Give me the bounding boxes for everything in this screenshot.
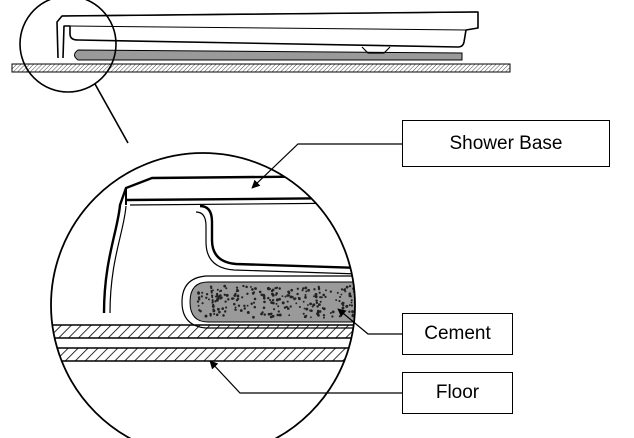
overview-cement xyxy=(74,49,463,61)
leader-shower-base xyxy=(251,143,402,189)
zoom-detail-group xyxy=(51,174,355,362)
zoom-shower-base-inner xyxy=(199,204,355,270)
zoom-connector-line xyxy=(94,83,129,144)
zoom-cement-dots xyxy=(196,284,355,319)
zoom-circle xyxy=(50,152,356,438)
shower-base-label: Shower Base xyxy=(402,120,610,167)
overview-magnify-circle xyxy=(19,0,117,93)
floor-label: Floor xyxy=(402,372,513,414)
overview-shower-base xyxy=(56,11,479,59)
overview-floor xyxy=(11,63,511,73)
cement-label: Cement xyxy=(402,313,513,355)
overview-foot xyxy=(361,46,391,54)
overview-group xyxy=(11,0,511,93)
zoom-floor-layer-top xyxy=(51,324,355,339)
zoom-floor-layer-bottom xyxy=(51,347,355,362)
leader-floor xyxy=(209,360,402,394)
leader-cement xyxy=(337,308,402,335)
zoom-shower-base-outer xyxy=(102,174,355,314)
